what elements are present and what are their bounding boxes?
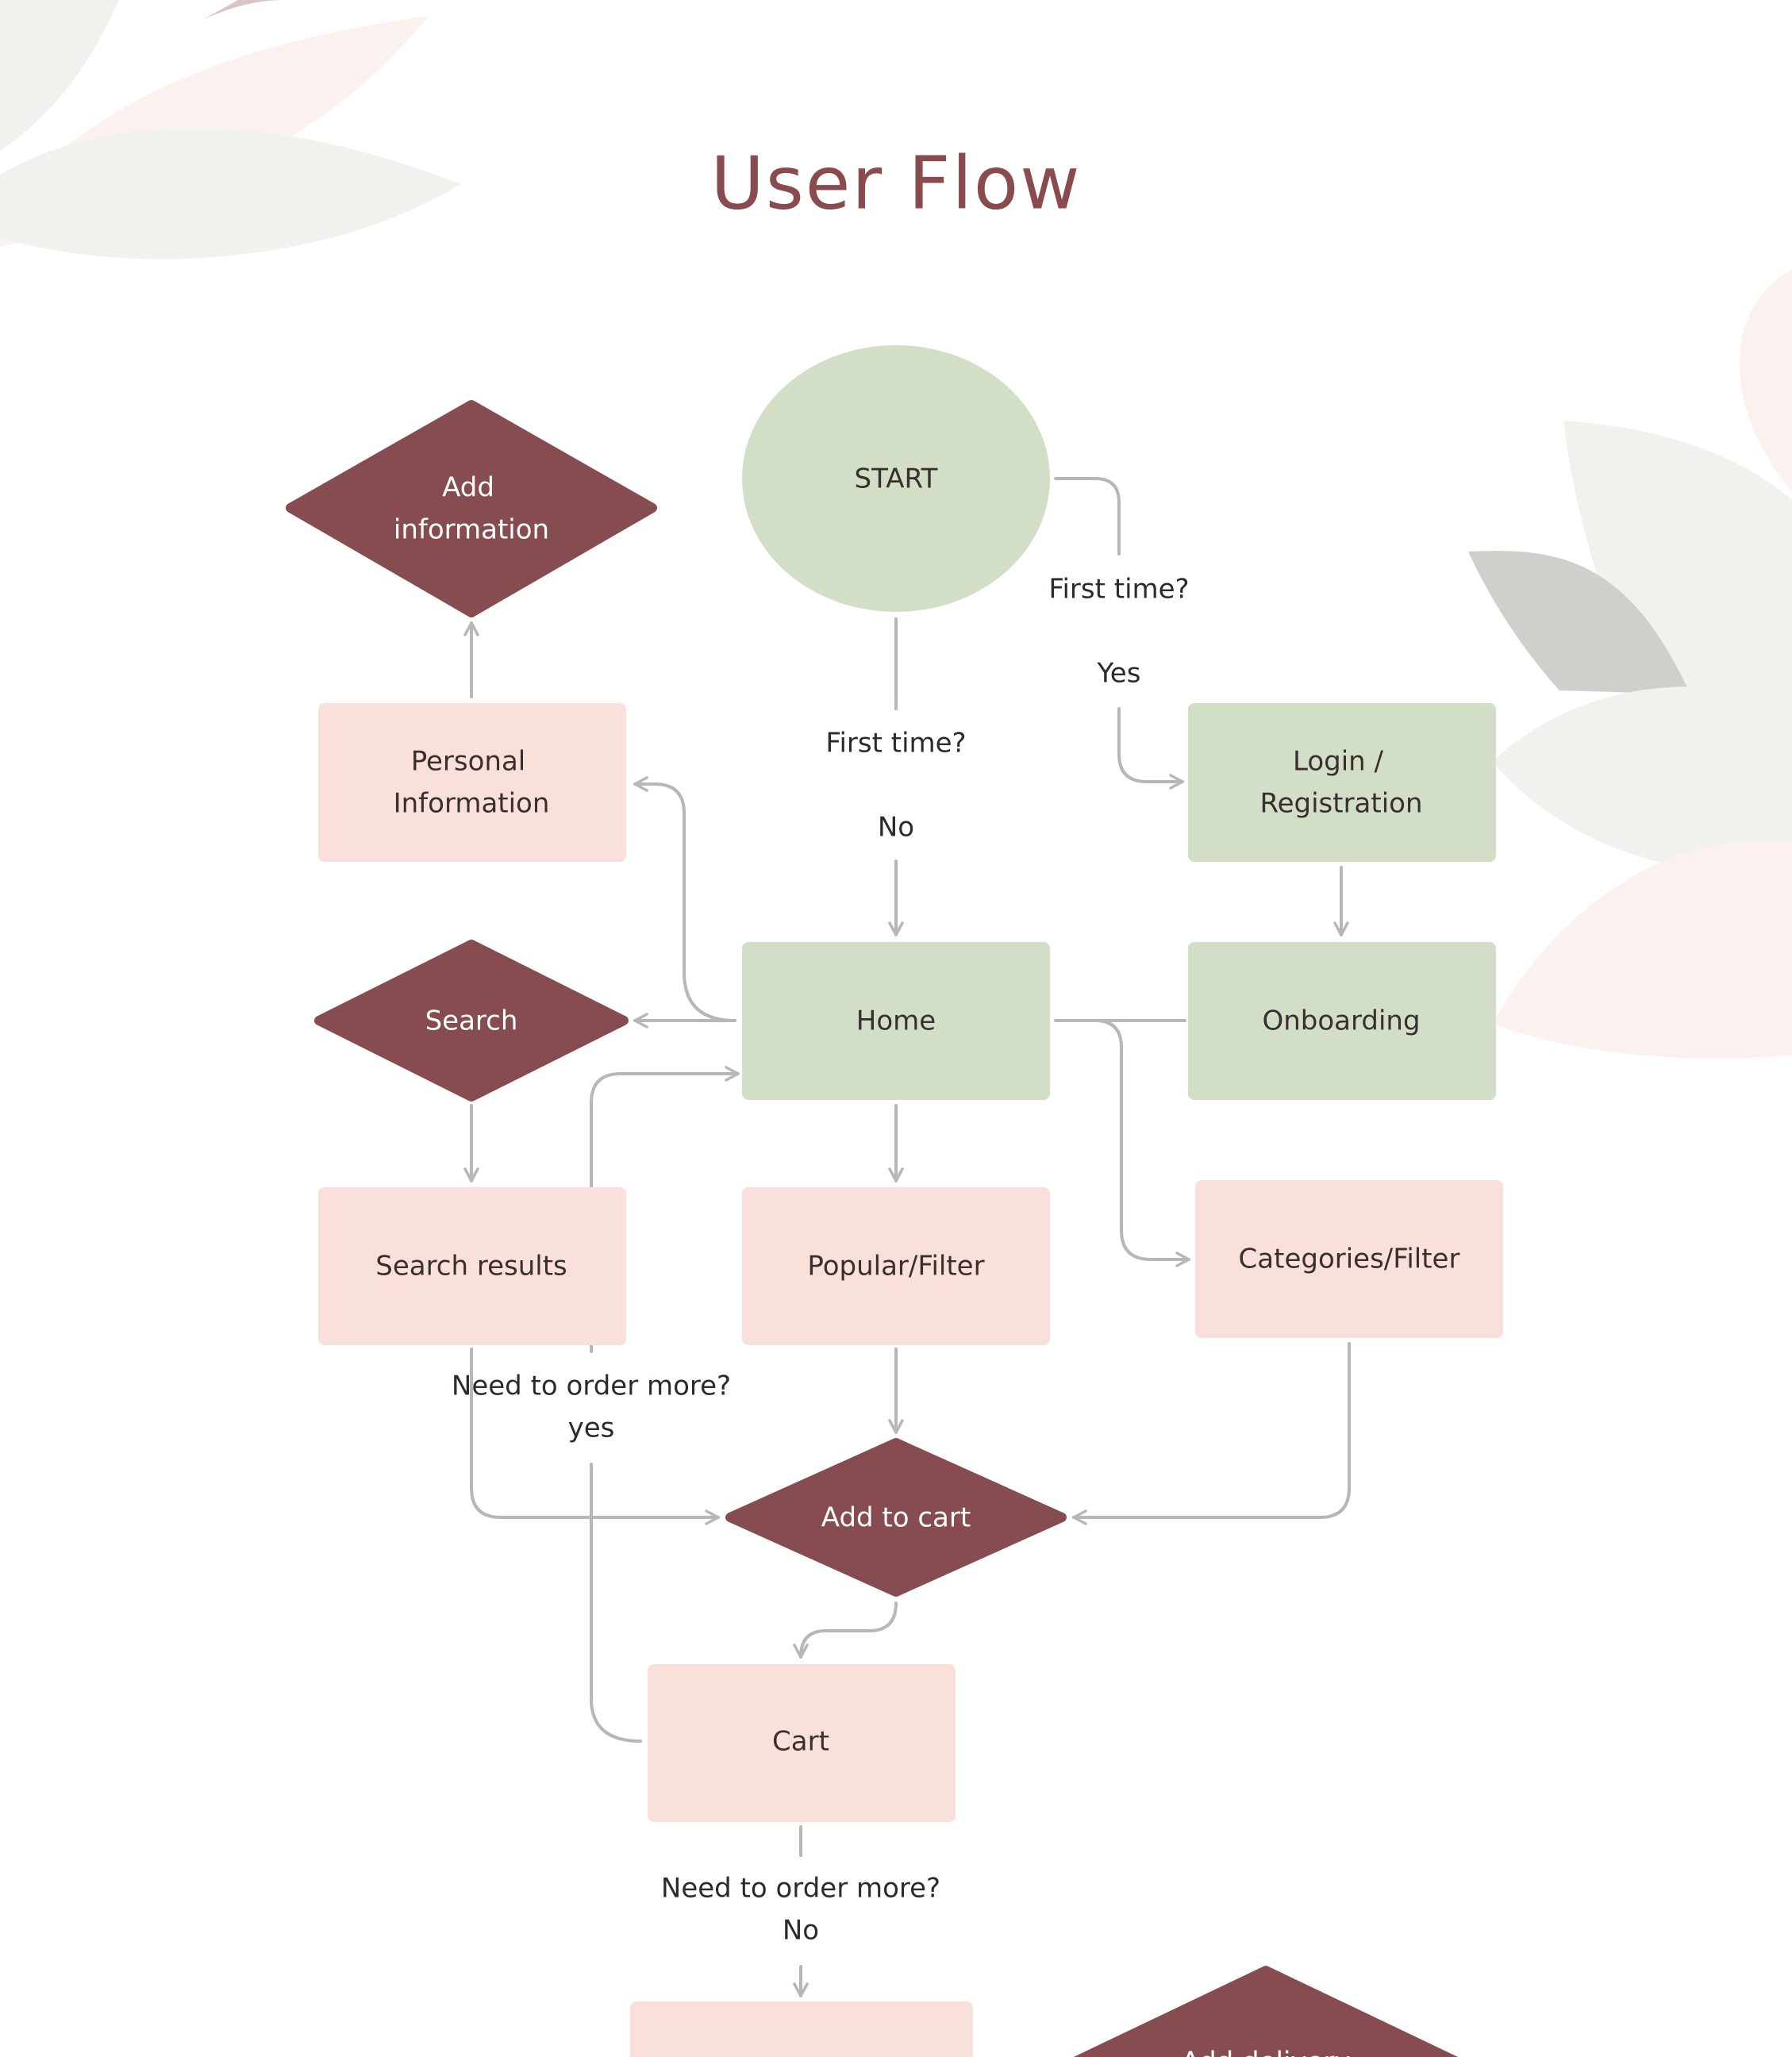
connector-home-to-personal-info xyxy=(633,776,736,1022)
personal-information-label-line1: Personal xyxy=(411,746,526,778)
add-to-cart-node[interactable]: Add to cart xyxy=(725,1438,1067,1597)
need-more-answer-yes: yes xyxy=(568,1413,615,1444)
yes-label: Yes xyxy=(1097,658,1141,690)
connector-home-to-categories xyxy=(1056,1019,1190,1267)
page-title: User Flow xyxy=(711,140,1082,225)
leaf-decoration xyxy=(0,0,119,151)
add-delivery-label: Add delivery xyxy=(1181,2047,1350,2057)
need-more-answer-no: No xyxy=(783,1915,819,1947)
popular-filter-node[interactable]: Popular/Filter xyxy=(742,1187,1050,1345)
onboarding-node-label: Onboarding xyxy=(1262,1005,1420,1037)
background-leaves xyxy=(0,0,1792,1059)
connector-start-to-first-time xyxy=(1054,477,1121,556)
login-registration-node[interactable]: Login / Registration xyxy=(1188,703,1496,862)
add-information-label-line2: information xyxy=(394,514,549,546)
leaf-decoration xyxy=(1492,840,1792,1059)
home-node-label: Home xyxy=(856,1005,936,1037)
search-node[interactable]: Search xyxy=(314,940,629,1102)
cart-node-label: Cart xyxy=(772,1726,829,1758)
add-to-cart-label: Add to cart xyxy=(821,1502,971,1534)
connector-cart-loop-back-home xyxy=(590,1463,642,1743)
cart-node[interactable]: Cart xyxy=(648,1664,956,1822)
add-information-label-line1: Add xyxy=(442,472,494,504)
categories-filter-node[interactable]: Categories/Filter xyxy=(1195,1180,1503,1338)
connector-yes-to-login xyxy=(1117,707,1184,790)
connector-loop-up-to-home xyxy=(590,1066,740,1353)
categories-filter-label: Categories/Filter xyxy=(1239,1244,1460,1275)
need-more-question-no-branch: Need to order more? xyxy=(661,1873,940,1905)
leaf-decoration xyxy=(1492,686,1792,875)
start-node[interactable]: START xyxy=(742,345,1050,612)
search-results-node[interactable]: Search results xyxy=(318,1187,626,1345)
search-node-label: Search xyxy=(425,1005,518,1037)
need-more-question-yes-branch: Need to order more? xyxy=(452,1371,731,1402)
personal-information-label-line2: Information xyxy=(394,788,550,820)
login-registration-label-line2: Registration xyxy=(1259,788,1422,820)
connectors xyxy=(463,477,1351,1997)
connector-results-to-cart-action xyxy=(470,1348,720,1525)
first-time-label-center: First time? xyxy=(825,728,966,759)
leaf-decoration xyxy=(1739,270,1792,492)
leaf-decoration xyxy=(202,0,286,20)
personal-information-node[interactable]: Personal Information xyxy=(318,703,626,862)
edge-labels: First time? Yes First time? No Need to o… xyxy=(452,574,1190,1947)
add-information-node[interactable]: Add information xyxy=(286,400,657,617)
popular-filter-label: Popular/Filter xyxy=(807,1251,984,1282)
no-label: No xyxy=(878,812,914,844)
search-results-label: Search results xyxy=(375,1251,567,1282)
next-step-node[interactable] xyxy=(630,2001,973,2057)
connector-add-to-cart-to-cart xyxy=(793,1601,898,1659)
connector-categories-to-add-to-cart xyxy=(1072,1342,1351,1525)
login-registration-label-line1: Login / xyxy=(1293,746,1384,778)
add-delivery-node[interactable]: Add delivery xyxy=(1071,1966,1460,2057)
start-node-label: START xyxy=(855,463,938,495)
home-node[interactable]: Home xyxy=(742,942,1050,1100)
leaf-decoration xyxy=(1468,551,1690,694)
leaf-decoration xyxy=(0,128,460,260)
onboarding-node[interactable]: Onboarding xyxy=(1188,942,1496,1100)
first-time-label-right: First time? xyxy=(1048,574,1189,606)
